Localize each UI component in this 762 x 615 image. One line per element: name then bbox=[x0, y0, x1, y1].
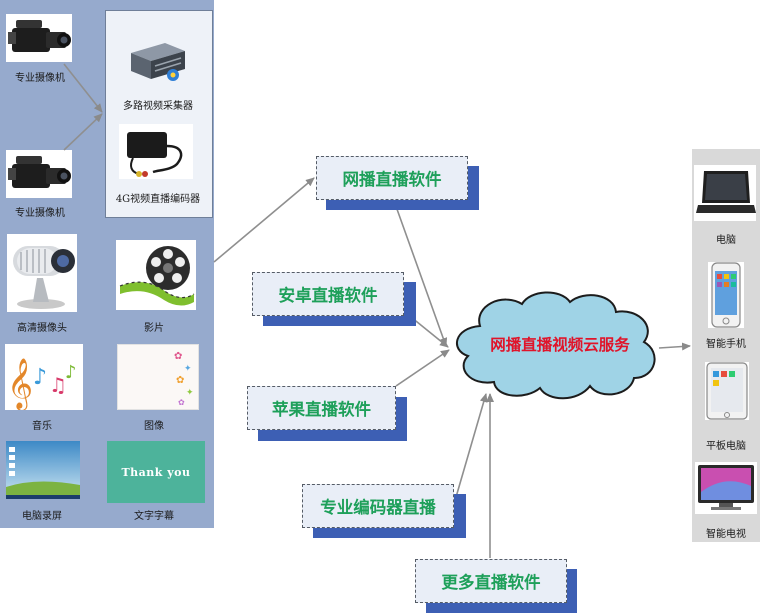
more-software-box: 更多直播软件 bbox=[415, 559, 567, 603]
svg-text:✿: ✿ bbox=[178, 398, 185, 407]
smart-tv-icon bbox=[695, 462, 757, 514]
subtitle-label: 文字字幕 bbox=[134, 511, 174, 522]
music-notes-icon: 𝄞 ♪ ♫ ♪ bbox=[5, 344, 83, 410]
music-label: 音乐 bbox=[32, 421, 52, 432]
webcam-icon bbox=[7, 234, 77, 312]
svg-text:♪: ♪ bbox=[33, 365, 47, 390]
encoder-box-icon bbox=[119, 124, 193, 179]
smartphone-icon bbox=[708, 262, 744, 328]
svg-text:✦: ✦ bbox=[184, 364, 192, 374]
pc-label: 电脑 bbox=[716, 235, 736, 246]
cloud-service-label: 网播直播视频云服务 bbox=[490, 336, 630, 354]
arrow-cloud-to-devices bbox=[658, 342, 691, 351]
hd-camera-label: 高清摄像头 bbox=[17, 323, 67, 334]
camcorder-icon bbox=[6, 14, 72, 62]
screen-record-label: 电脑录屏 bbox=[22, 511, 62, 522]
arrow-web-to-cloud bbox=[392, 197, 448, 347]
encoder-4g-label: 4G视频直播编码器 bbox=[115, 194, 201, 205]
tablet-label: 平板电脑 bbox=[706, 441, 746, 452]
phone-label: 智能手机 bbox=[706, 339, 746, 350]
camcorder-icon bbox=[6, 150, 72, 198]
capture-server-icon bbox=[125, 35, 191, 85]
arrow-sources-to-web bbox=[213, 177, 315, 263]
tablet-icon bbox=[705, 362, 749, 420]
web-software-box: 网播直播软件 bbox=[316, 156, 468, 200]
arrow-encoder-to-cloud bbox=[453, 393, 488, 505]
arrow-apple-to-cloud bbox=[395, 349, 450, 387]
capture-device-group bbox=[105, 10, 213, 218]
svg-text:♪: ♪ bbox=[65, 362, 77, 383]
butterfly-image-icon: ✿ ✦ ✿ ✦ ✿ bbox=[117, 344, 199, 410]
arrow-camera1-to-capture bbox=[63, 63, 103, 113]
camera-pro-label-2: 专业摄像机 bbox=[15, 208, 65, 219]
laptop-icon bbox=[694, 165, 756, 221]
camera-pro-label-1: 专业摄像机 bbox=[15, 73, 65, 84]
android-software-box: 安卓直播软件 bbox=[252, 272, 404, 316]
film-reel-icon bbox=[116, 240, 196, 310]
svg-text:✦: ✦ bbox=[186, 388, 194, 398]
svg-text:✿: ✿ bbox=[174, 351, 182, 362]
tv-label: 智能电视 bbox=[706, 529, 746, 540]
film-label: 影片 bbox=[144, 323, 164, 334]
apple-software-box: 苹果直播软件 bbox=[247, 386, 396, 430]
multi-capture-label: 多路视频采集器 bbox=[123, 101, 193, 112]
svg-text:𝄞: 𝄞 bbox=[7, 358, 33, 410]
svg-text:✿: ✿ bbox=[176, 375, 184, 386]
desktop-screen-icon bbox=[6, 441, 80, 499]
cloud-shape bbox=[456, 291, 656, 400]
image-label: 图像 bbox=[144, 421, 164, 432]
subtitle-sample: Thank you bbox=[107, 441, 205, 503]
arrow-camera2-to-capture bbox=[63, 113, 103, 151]
encoder-software-box: 专业编码器直播 bbox=[302, 484, 454, 528]
svg-text:♫: ♫ bbox=[49, 373, 67, 397]
